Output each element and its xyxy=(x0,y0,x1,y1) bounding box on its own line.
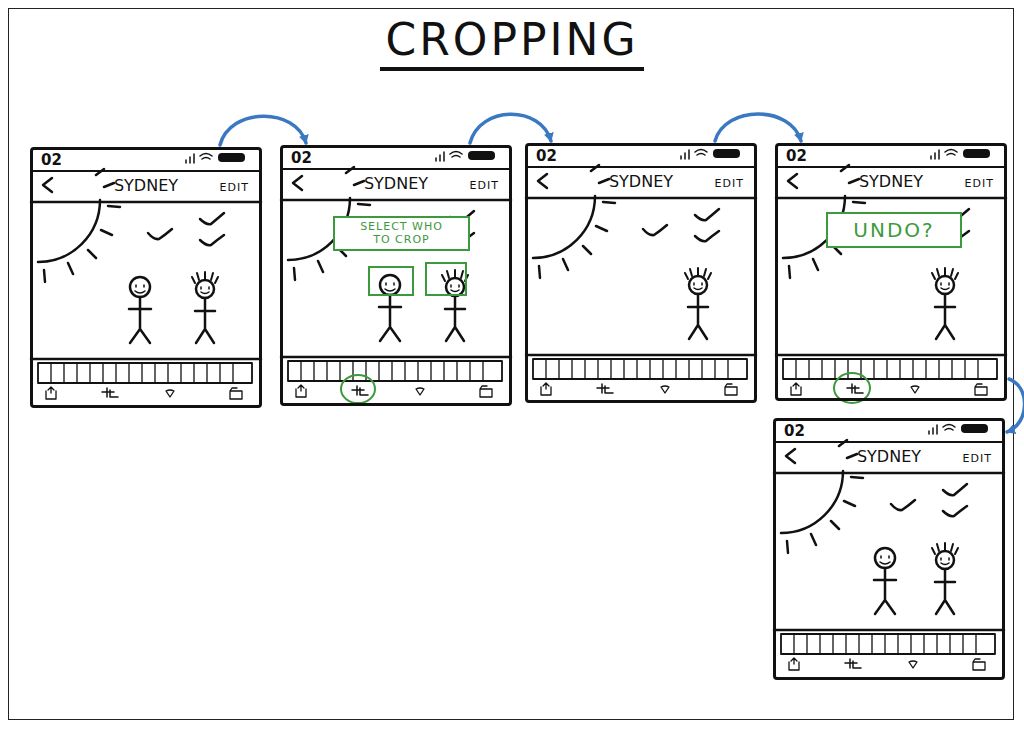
edit-button: EDIT xyxy=(963,452,992,465)
flow-arrow xyxy=(220,116,306,145)
stick-figure xyxy=(129,277,151,343)
stick-figure xyxy=(192,272,218,343)
phone-art xyxy=(31,153,261,399)
stick-figure xyxy=(685,268,711,339)
phone-art xyxy=(281,151,511,397)
phone-screen: 02SYDNEYEDIT xyxy=(525,143,757,403)
edit-button: EDIT xyxy=(965,177,994,190)
carrier-text: 02 xyxy=(784,422,805,440)
stick-figure xyxy=(442,270,468,341)
phone-screen: 02SYDNEYEDITSELECT WHO TO CROP xyxy=(280,145,512,406)
selection-box xyxy=(369,267,413,295)
phone-art xyxy=(776,149,1006,395)
phone-screen: 02SYDNEYEDITUNDO? xyxy=(775,143,1007,401)
stick-figure xyxy=(379,275,401,341)
stick-figure xyxy=(874,548,896,614)
carrier-text: 02 xyxy=(41,151,62,169)
phone-art xyxy=(774,424,1004,670)
carrier-text: 02 xyxy=(291,149,312,167)
title: CROPPING xyxy=(380,14,645,71)
flow-arrow xyxy=(715,114,801,141)
edit-button: EDIT xyxy=(470,179,499,192)
prompt-box: UNDO? xyxy=(826,212,962,248)
prompt-text: SELECT WHO TO CROP xyxy=(354,221,450,246)
phone-screen: 02SYDNEYEDIT xyxy=(30,147,262,408)
flow-arrow xyxy=(1007,379,1024,432)
phone-screen: 02SYDNEYEDIT xyxy=(773,418,1005,680)
edit-button: EDIT xyxy=(220,181,249,194)
selection-box xyxy=(426,263,466,295)
stick-figure xyxy=(932,543,958,614)
prompt-text: UNDO? xyxy=(853,219,934,242)
title-block: CROPPING xyxy=(0,14,1024,71)
carrier-text: 02 xyxy=(536,147,557,165)
phone-art xyxy=(526,149,756,395)
tap-highlight xyxy=(341,375,375,403)
carrier-text: 02 xyxy=(786,147,807,165)
stick-figure xyxy=(932,268,958,339)
edit-button: EDIT xyxy=(715,177,744,190)
prompt-box: SELECT WHO TO CROP xyxy=(333,216,470,251)
flow-arrow xyxy=(470,114,551,143)
